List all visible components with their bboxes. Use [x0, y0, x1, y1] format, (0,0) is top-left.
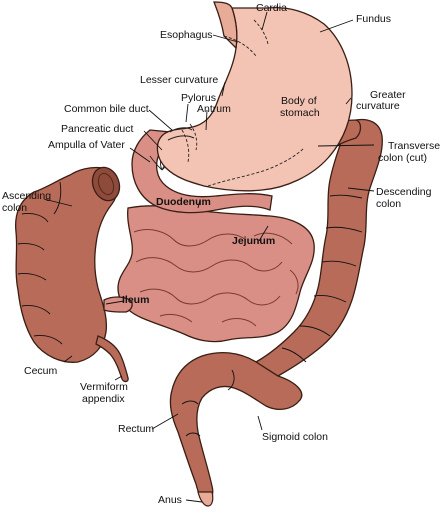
- leader-lines: [43, 11, 375, 503]
- label-duodenum: Duodenum: [156, 196, 211, 208]
- label-ascending-colon-1: Ascending: [2, 190, 51, 202]
- label-lesser-curvature: Lesser curvature: [140, 74, 218, 86]
- label-anus: Anus: [158, 494, 182, 506]
- vermiform-appendix: [95, 335, 129, 383]
- duodenum: [131, 129, 273, 214]
- label-descending-colon-1: Descending: [376, 186, 432, 198]
- label-fundus: Fundus: [356, 13, 391, 25]
- ascending-colon-cut-inner: [97, 172, 115, 196]
- label-descending-colon-2: colon: [376, 198, 401, 210]
- label-sigmoid-colon: Sigmoid colon: [262, 431, 328, 443]
- label-cardia: Cardia: [256, 2, 287, 14]
- ileum-end: [103, 296, 133, 313]
- label-esophagus: Esophagus: [160, 29, 213, 41]
- stomach-internal-lines: [181, 19, 305, 187]
- label-ampulla-of-vater: Ampulla of Vater: [48, 139, 125, 151]
- rectum-shading: [181, 369, 235, 437]
- label-greater-curvature-2: curvature: [356, 100, 400, 112]
- label-transverse-colon-1: Transverse: [388, 140, 440, 152]
- anal-canal: [197, 491, 214, 507]
- small-intestine: [117, 205, 315, 343]
- label-cecum: Cecum: [24, 365, 58, 377]
- ascending-colon-haustra: [17, 181, 63, 345]
- label-transverse-colon-2: colon (cut): [378, 152, 427, 164]
- label-greater-curvature-1: Greater: [370, 89, 406, 101]
- label-pancreatic-duct: Pancreatic duct: [61, 123, 133, 135]
- esophagus: [213, 1, 238, 50]
- small-intestine-loops: [133, 229, 299, 327]
- label-pylorus: Pylorus: [181, 92, 216, 104]
- pylorus-ring: [167, 127, 195, 141]
- label-body-of-stomach-1: Body of: [281, 95, 317, 107]
- stomach: [156, 6, 353, 192]
- label-body-of-stomach-2: stomach: [280, 107, 320, 119]
- label-rectum: Rectum: [118, 423, 154, 435]
- label-antrum: Antrum: [197, 103, 231, 115]
- label-vermiform-appendix-2: appendix: [82, 393, 125, 405]
- label-jejunum: Jejunum: [232, 235, 275, 247]
- label-vermiform-appendix-1: Vermiform: [80, 381, 128, 393]
- descending-colon-haustra: [281, 194, 363, 363]
- label-ascending-colon-2: colon: [2, 202, 27, 214]
- label-ileum: Ileum: [122, 294, 149, 306]
- label-common-bile-duct: Common bile duct: [64, 103, 149, 115]
- sigmoid-colon: [169, 351, 303, 501]
